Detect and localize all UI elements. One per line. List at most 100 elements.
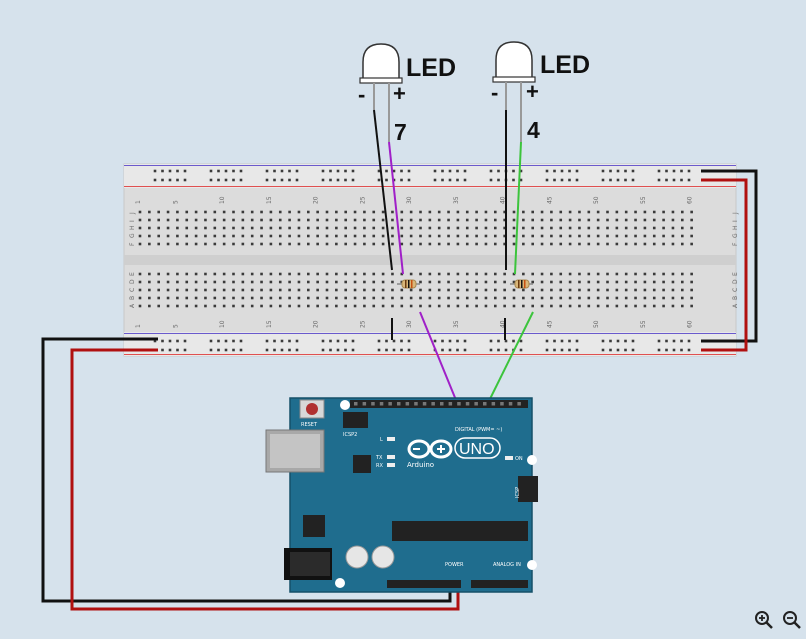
capacitor-2 [371, 545, 395, 569]
breadboard-row-letter: H [732, 225, 739, 230]
usb-chip [353, 455, 371, 473]
breadboard-column-number: 50 [593, 320, 600, 328]
power-header [387, 580, 461, 588]
zoom-out-button[interactable] [782, 610, 802, 630]
breadboard-column-number: 60 [687, 196, 694, 204]
breadboard-row-letter: D [129, 279, 136, 284]
breadboard-column-number: 15 [266, 196, 273, 204]
zoom-in-icon [755, 611, 773, 629]
analog-label: ANALOG IN [493, 562, 521, 568]
center-channel [124, 255, 736, 265]
led-tx [387, 455, 395, 459]
breadboard-row-letter: A [732, 303, 739, 308]
on-label: ON [515, 456, 523, 462]
uno-text: UNO [459, 441, 495, 458]
resistor-1[interactable] [397, 279, 420, 289]
breadboard-row-letter: I [732, 220, 739, 222]
wire-led1-cathode[interactable] [373, 109, 393, 271]
breadboard-column-number: 60 [687, 320, 694, 328]
breadboard-column-number: 20 [313, 320, 320, 328]
reset-label: RESET [301, 422, 318, 428]
breadboard-column-number: 1 [135, 324, 142, 328]
top-power-rail [124, 164, 736, 188]
icsp2-header [343, 412, 368, 428]
mount-hole-2 [527, 455, 537, 465]
breadboard-column-number: 55 [640, 196, 647, 204]
breadboard-row-letter: G [732, 233, 739, 238]
digital-header-pins [354, 402, 521, 406]
breadboard-column-number: 50 [593, 196, 600, 204]
resistor-2[interactable] [510, 279, 533, 289]
wire-arduino-5v[interactable] [70, 348, 460, 611]
arduino-board [289, 397, 533, 593]
reset-button[interactable] [306, 403, 318, 415]
breadboard-column-number: 45 [546, 196, 553, 204]
rx-label: RX [376, 463, 383, 469]
arduino-logo-text: Arduino [407, 461, 434, 469]
power-label: POWER [445, 562, 464, 568]
breadboard-column-number: 30 [406, 196, 413, 204]
led-1-rim [359, 77, 403, 84]
breadboard-column-number: 45 [546, 320, 553, 328]
capacitor-1 [345, 545, 369, 569]
breadboard-column-number: 1 [135, 200, 142, 204]
icsp-label: ICSP [515, 487, 521, 498]
breadboard-row-letter: J [732, 212, 739, 215]
breadboard-row-letter: G [129, 233, 136, 238]
wire-led1-anode[interactable] [388, 141, 404, 275]
arduino-uno[interactable]: RESET ICSP2 DIGITAL (PWM= ~) L TX RX Ard… [265, 397, 538, 593]
breadboard-row-letter: E [732, 272, 739, 276]
breadboard-column-number: 25 [359, 320, 366, 328]
led-2[interactable]: LED - + 4 [491, 41, 590, 143]
led-on [505, 456, 513, 460]
breadboard-column-number: 35 [453, 320, 460, 328]
wire-pin4[interactable] [486, 311, 534, 406]
breadboard-row-letter: C [129, 288, 136, 292]
breadboard-row-letter: I [129, 220, 136, 222]
usb-port-inner [270, 434, 320, 468]
breadboard-row-letter: F [732, 242, 739, 246]
breadboard-row-letter: J [129, 212, 136, 215]
led-1-minus: - [358, 82, 365, 107]
breadboard-row-letter: H [129, 225, 136, 230]
breadboard-row-letter: E [129, 272, 136, 276]
led-2-body [495, 41, 533, 81]
breadboard-row-letter: B [129, 296, 136, 300]
zoom-in-button[interactable] [754, 610, 774, 630]
breadboard-column-number: 20 [313, 196, 320, 204]
led-2-label: LED [540, 51, 590, 79]
breadboard-row-letter: A [129, 303, 136, 308]
wire-rail-power-jumper[interactable] [701, 178, 748, 352]
led-2-minus: - [491, 80, 498, 105]
power-jack-inner [290, 552, 330, 576]
led-1-plus: + [393, 81, 406, 106]
wire-rail-ground-jumper[interactable] [701, 169, 758, 343]
breadboard-row-letter: D [732, 279, 739, 284]
breadboard-column-number: 5 [172, 324, 179, 328]
uno-badge [454, 437, 501, 459]
breadboard-column-number: 10 [219, 196, 226, 204]
wires[interactable] [41, 109, 758, 611]
breadboard-column-number: 5 [172, 200, 179, 204]
voltage-regulator [303, 515, 325, 537]
breadboard-row-letter: F [129, 242, 136, 246]
breadboard-column-number: 55 [640, 320, 647, 328]
wire-arduino-gnd[interactable] [41, 337, 452, 603]
led-l [387, 437, 395, 441]
led-1-body [362, 43, 400, 81]
breadboard-column-number: 10 [219, 320, 226, 328]
breadboard-row-letter: B [732, 296, 739, 300]
led-1[interactable]: LED - + 7 [358, 43, 456, 145]
breadboard-column-number: 15 [266, 320, 273, 328]
atmega-chip [392, 521, 528, 541]
digital-header [350, 400, 528, 408]
wire-pin7[interactable] [419, 311, 459, 406]
led-1-label: LED [406, 54, 456, 82]
icsp2-label: ICSP2 [343, 432, 357, 438]
tx-label: TX [375, 455, 383, 461]
wire-led2-anode[interactable] [514, 141, 522, 275]
